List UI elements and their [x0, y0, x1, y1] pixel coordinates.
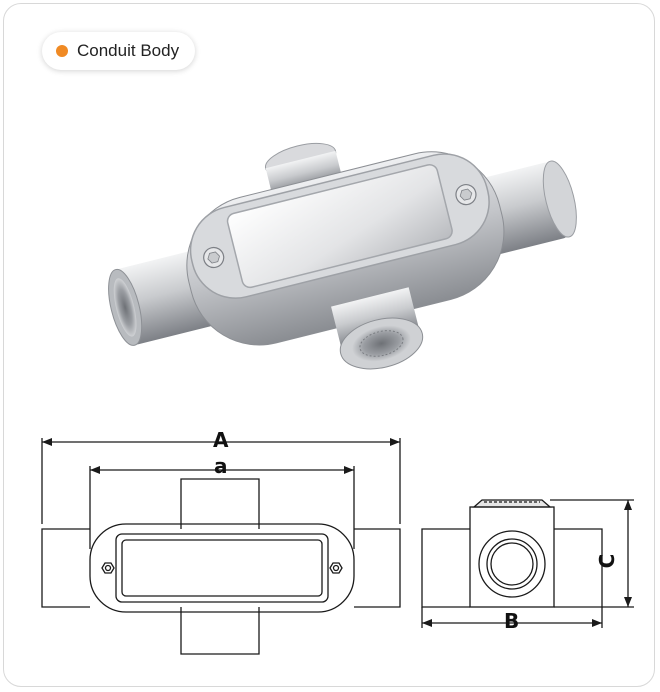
- dimension-C-label: C: [595, 554, 619, 569]
- side-view-drawing: [421, 499, 634, 628]
- dimension-A-label: A: [213, 428, 229, 452]
- product-card: Conduit Body: [3, 3, 655, 687]
- dimension-a-label: a: [214, 454, 228, 478]
- dimension-B-label: B: [504, 609, 519, 633]
- front-view-drawing: [41, 438, 401, 655]
- category-badge-label: Conduit Body: [77, 41, 180, 60]
- product-illustration: A a B: [41, 142, 634, 655]
- status-dot-icon: [56, 45, 68, 57]
- category-badge: Conduit Body: [42, 32, 196, 70]
